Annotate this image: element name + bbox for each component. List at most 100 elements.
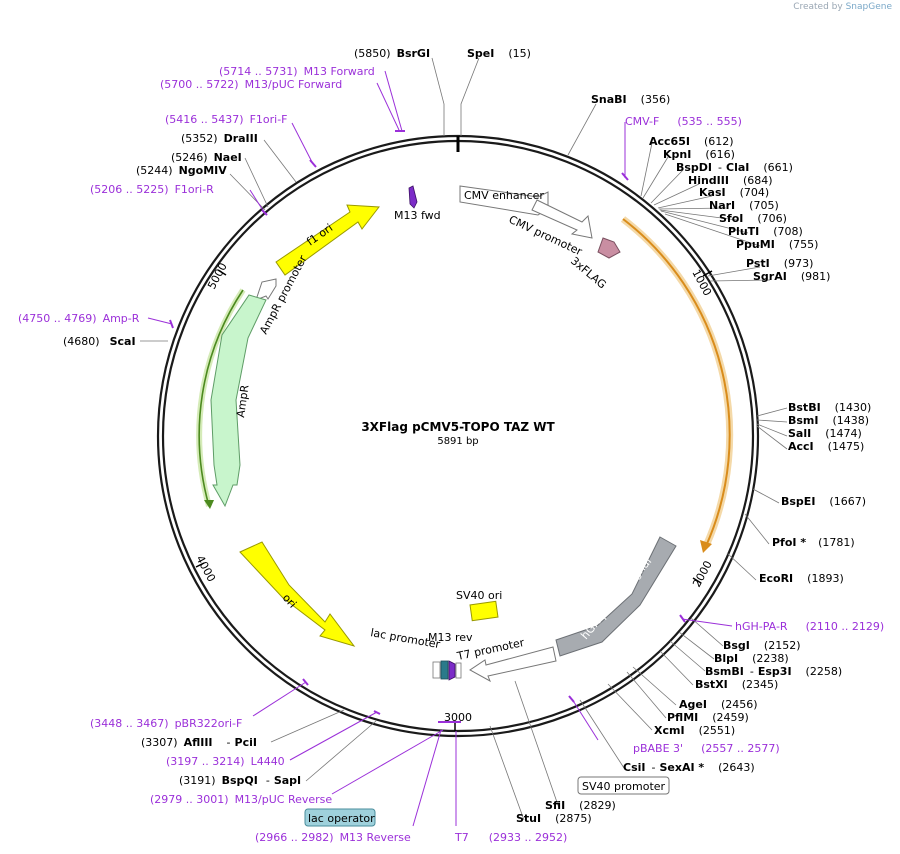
primer-l4440[interactable]: (3197 .. 3214)L4440 (166, 755, 285, 768)
primer-t7[interactable]: T7(2933 .. 2952) (454, 831, 567, 844)
site-bspdi-name2: ClaI (726, 161, 749, 174)
site-agei-pos: (2456) (721, 698, 758, 711)
site-afliii-name: AflIII (184, 736, 213, 749)
site-spei[interactable]: SpeI(15) (467, 47, 531, 60)
site-draiii-name: DraIII (224, 132, 258, 145)
primer-m13puc-rev-pos: (2979 .. 3001) (150, 793, 229, 806)
site-pflmi-name: PflMI (667, 711, 698, 724)
site-blpi[interactable]: BlpI(2238) (714, 652, 789, 665)
site-afliii[interactable]: (3307)AflIII-PciI (141, 736, 257, 749)
primer-f1ori-f-name: F1ori-F (250, 113, 288, 126)
site-ecori-name: EcoRI (759, 572, 793, 585)
feature-cmv-enhancer[interactable]: CMV enhancer (459, 185, 549, 216)
site-agei[interactable]: AgeI (2456) (679, 698, 758, 711)
primer-m13puc-fwd[interactable]: (5700 .. 5722)M13/pUC Forward (160, 78, 342, 91)
site-sgrai[interactable]: SgrAI(981) (753, 270, 830, 283)
credit-text: Created by SnapGene (793, 2, 892, 12)
site-bsgi[interactable]: BsgI(2152) (723, 639, 800, 652)
site-bspqi[interactable]: (3191)BspQI-SapI (179, 774, 301, 787)
site-bsmbi-name2: Esp3I (758, 665, 792, 678)
site-afliii-name2: PciI (235, 736, 257, 749)
site-hindiii[interactable]: HindIII(684) (688, 174, 773, 187)
site-bsmbi-pos: (2258) (806, 665, 843, 678)
feature-ampr[interactable]: AmpR (210, 294, 267, 508)
feature-m13-fwd[interactable]: M13 fwd (394, 185, 441, 222)
site-csii[interactable]: CsiI-SexAI *(2643) (623, 761, 755, 774)
site-bspei[interactable]: BspEI(1667) (781, 495, 866, 508)
site-csii-pos: (2643) (718, 761, 755, 774)
site-nari[interactable]: NarI(705) (709, 199, 779, 212)
site-naei[interactable]: (5246)NaeI (171, 151, 242, 164)
primer-m13puc-rev[interactable]: (2979 .. 3001)M13/pUC Reverse (150, 793, 332, 806)
site-bsmi[interactable]: BsmI(1438) (788, 414, 869, 427)
site-kasi[interactable]: KasI(704) (699, 186, 769, 199)
site-sali-pos: (1474) (825, 427, 862, 440)
site-psti[interactable]: PstI(973) (746, 257, 813, 270)
site-kpni[interactable]: KpnI(616) (663, 148, 735, 161)
site-stui[interactable]: StuI(2875) (516, 812, 592, 825)
site-bstbi[interactable]: BstBI(1430) (788, 401, 871, 414)
lac-operator-box[interactable]: lac operator (304, 808, 376, 827)
primer-f1ori-r[interactable]: (5206 .. 5225)F1ori-R (90, 183, 214, 196)
primer-hghpar[interactable]: hGH-PA-R(2110 .. 2129) (735, 620, 884, 633)
site-acc65i-pos: (612) (704, 135, 734, 148)
site-bstbi-pos: (1430) (835, 401, 872, 414)
primer-ampr[interactable]: (4750 .. 4769)Amp-R (18, 312, 140, 325)
site-bsrgi[interactable]: (5850)BsrGI (354, 47, 430, 60)
site-sfoi[interactable]: SfoI(706) (719, 212, 787, 225)
cmv-enhancer-label: CMV enhancer (464, 189, 544, 202)
primer-pbabe3[interactable]: pBABE 3'(2557 .. 2577) (633, 742, 780, 755)
site-agei-name: AgeI (679, 698, 707, 711)
primer-m13puc-fwd-pos: (5700 .. 5722) (160, 78, 239, 91)
sv40-promoter-box[interactable]: SV40 promoter (577, 776, 670, 795)
site-xcmi[interactable]: XcmI(2551) (654, 724, 735, 737)
site-acci[interactable]: AccI(1475) (788, 440, 864, 453)
primer-pbr322[interactable]: (3448 .. 3467)pBR322ori-F (90, 717, 242, 730)
primer-f1ori-f[interactable]: (5416 .. 5437)F1ori-F (165, 113, 288, 126)
primer-cmvf[interactable]: CMV-F(535 .. 555) (625, 115, 742, 128)
site-pfoi[interactable]: PfoI *(1781) (772, 536, 855, 549)
plasmid-size: 5891 bp (437, 436, 478, 447)
site-draiii[interactable]: (5352) DraIII (181, 132, 258, 145)
site-ngomiv[interactable]: (5244)NgoMIV (136, 164, 227, 177)
feature-ori[interactable]: ori (239, 541, 356, 647)
site-sfii[interactable]: SfiI(2829) (545, 799, 616, 812)
site-bspdi-pos: (661) (763, 161, 793, 174)
site-acc65i[interactable]: Acc65I(612) (649, 135, 734, 148)
site-pluti[interactable]: PluTI(708) (728, 225, 803, 238)
site-pflmi[interactable]: PflMI(2459) (667, 711, 749, 724)
primer-leaders (147, 70, 733, 827)
site-ppumi[interactable]: PpuMI(755) (736, 238, 818, 251)
site-bsrgi-pos: (5850) (354, 47, 391, 60)
site-snabi[interactable]: SnaBI(356) (591, 93, 670, 106)
site-bspqi-sep: - (266, 774, 270, 787)
primer-m13rev[interactable]: (2966 .. 2982)M13 Reverse (255, 831, 411, 844)
primer-m13rev-pos: (2966 .. 2982) (255, 831, 334, 844)
site-bsmi-pos: (1438) (833, 414, 870, 427)
site-naei-name: NaeI (214, 151, 242, 164)
site-bstxi-pos: (2345) (742, 678, 779, 691)
feature-hgh-polya[interactable]: hGH poly(A) signal (555, 536, 677, 657)
site-ecori[interactable]: EcoRI (1893) (759, 572, 844, 585)
feature-sv40-ori[interactable]: SV40 ori (456, 589, 502, 622)
site-bspqi-name: BspQI (222, 774, 258, 787)
site-bstxi[interactable]: BstXI(2345) (695, 678, 778, 691)
site-draiii-pos: (5352) (181, 132, 218, 145)
m13-rev-label: M13 rev (428, 631, 473, 644)
primer-l4440-pos: (3197 .. 3214) (166, 755, 245, 768)
site-scai[interactable]: (4680)ScaI (63, 335, 136, 348)
site-nari-pos: (705) (749, 199, 779, 212)
primer-m13fwd[interactable]: (5714 .. 5731)M13 Forward (219, 65, 375, 78)
site-bspdi-sep: - (718, 161, 722, 174)
primer-f1ori-r-pos: (5206 .. 5225) (90, 183, 169, 196)
site-bspdi[interactable]: BspDI-ClaI(661) (676, 161, 793, 174)
site-bsmbi[interactable]: BsmBI-Esp3I(2258) (705, 665, 842, 678)
site-bsgi-name: BsgI (723, 639, 750, 652)
site-acci-name: AccI (788, 440, 814, 453)
snapgene-logo[interactable]: SnapGene (845, 2, 892, 12)
site-ecori-pos: (1893) (807, 572, 844, 585)
site-afliii-sep: - (227, 736, 231, 749)
site-sali[interactable]: SalI(1474) (788, 427, 862, 440)
ampr-arc (198, 289, 244, 507)
